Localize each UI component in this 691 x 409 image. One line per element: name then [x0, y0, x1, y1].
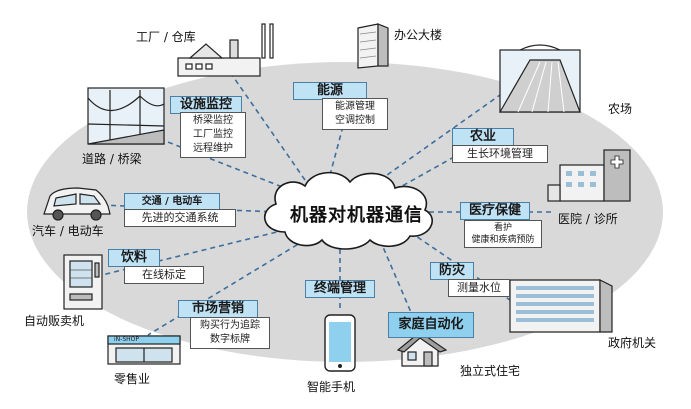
retail-shop-icon — [107, 335, 181, 365]
agriculture-box: 生长环境管理 — [452, 145, 548, 163]
marketing-line-2: 数字标牌 — [210, 334, 250, 345]
facility-line-2: 工厂监控 — [193, 129, 233, 140]
center-label: 机器对机器通信 — [290, 205, 423, 226]
marketing-box: 购买行为追踪 数字标牌 — [190, 317, 270, 349]
disaster-header: 防灾 — [430, 262, 474, 280]
house-label: 独立式住宅 — [460, 364, 521, 378]
medical-line-2: 健康和疾病预防 — [471, 235, 535, 245]
medical-line-1: 看护 — [493, 223, 512, 233]
government-label: 政府机关 — [608, 336, 657, 350]
disaster-line-1: 测量水位 — [457, 281, 501, 294]
connector-factory — [231, 74, 306, 181]
farm-label: 农场 — [608, 102, 633, 116]
central-cloud — [263, 171, 433, 250]
connector-road — [149, 134, 291, 191]
office-label: 办公大楼 — [394, 28, 443, 42]
car-icon — [43, 187, 111, 221]
smartphone-icon — [324, 314, 356, 372]
marketing-line-1: 购买行为追踪 — [200, 320, 260, 331]
hospital-icon — [547, 149, 631, 202]
disaster-box: 测量水位 — [448, 279, 510, 297]
facility-line-1: 桥梁监控 — [193, 115, 233, 126]
transport-header: 交通 / 电动车 — [124, 193, 220, 210]
beverage-header: 饮料 — [108, 249, 160, 267]
vending-machine-icon — [63, 254, 103, 310]
government-building-icon — [509, 279, 613, 333]
medical-header: 医疗保健 — [460, 202, 530, 220]
terminal-header: 终端管理 — [305, 280, 375, 298]
house-icon — [396, 331, 448, 367]
energy-line-2: 空调控制 — [335, 115, 375, 126]
agriculture-line-1: 生长环境管理 — [467, 147, 533, 160]
farm-icon — [498, 44, 581, 113]
road-label: 道路 / 桥梁 — [82, 152, 142, 166]
car-label: 汽车 / 电动车 — [32, 224, 104, 238]
energy-line-1: 能源管理 — [335, 101, 375, 112]
agriculture-header: 农业 — [452, 128, 514, 146]
phone-label: 智能手机 — [307, 380, 356, 394]
connector-house — [379, 239, 426, 346]
shop-sign: iN-SHOP — [114, 336, 139, 343]
factory-label: 工厂 / 仓库 — [136, 30, 196, 44]
beverage-line-1: 在线标定 — [142, 268, 186, 281]
office-building-icon — [357, 23, 389, 69]
transport-line-1: 先进的交通系统 — [141, 211, 219, 224]
vending-label: 自动贩卖机 — [24, 314, 85, 328]
facility-line-3: 远程维护 — [193, 143, 233, 154]
beverage-box: 在线标定 — [124, 266, 204, 284]
home-header: 家庭自动化 — [388, 312, 474, 338]
connector-farm — [379, 94, 501, 181]
hospital-label: 医院 / 诊所 — [558, 212, 618, 226]
facility-box: 桥梁监控 工厂监控 远程维护 — [180, 112, 246, 158]
connector-retail — [147, 239, 306, 336]
transport-box: 先进的交通系统 — [124, 209, 236, 227]
energy-box: 能源管理 空调控制 — [322, 98, 388, 130]
retail-label: 零售业 — [114, 372, 151, 386]
factory-icon — [177, 23, 274, 77]
marketing-header: 市场营销 — [178, 300, 258, 318]
bridge-icon — [87, 87, 165, 145]
medical-box: 看护 健康和疾病预防 — [464, 220, 542, 248]
